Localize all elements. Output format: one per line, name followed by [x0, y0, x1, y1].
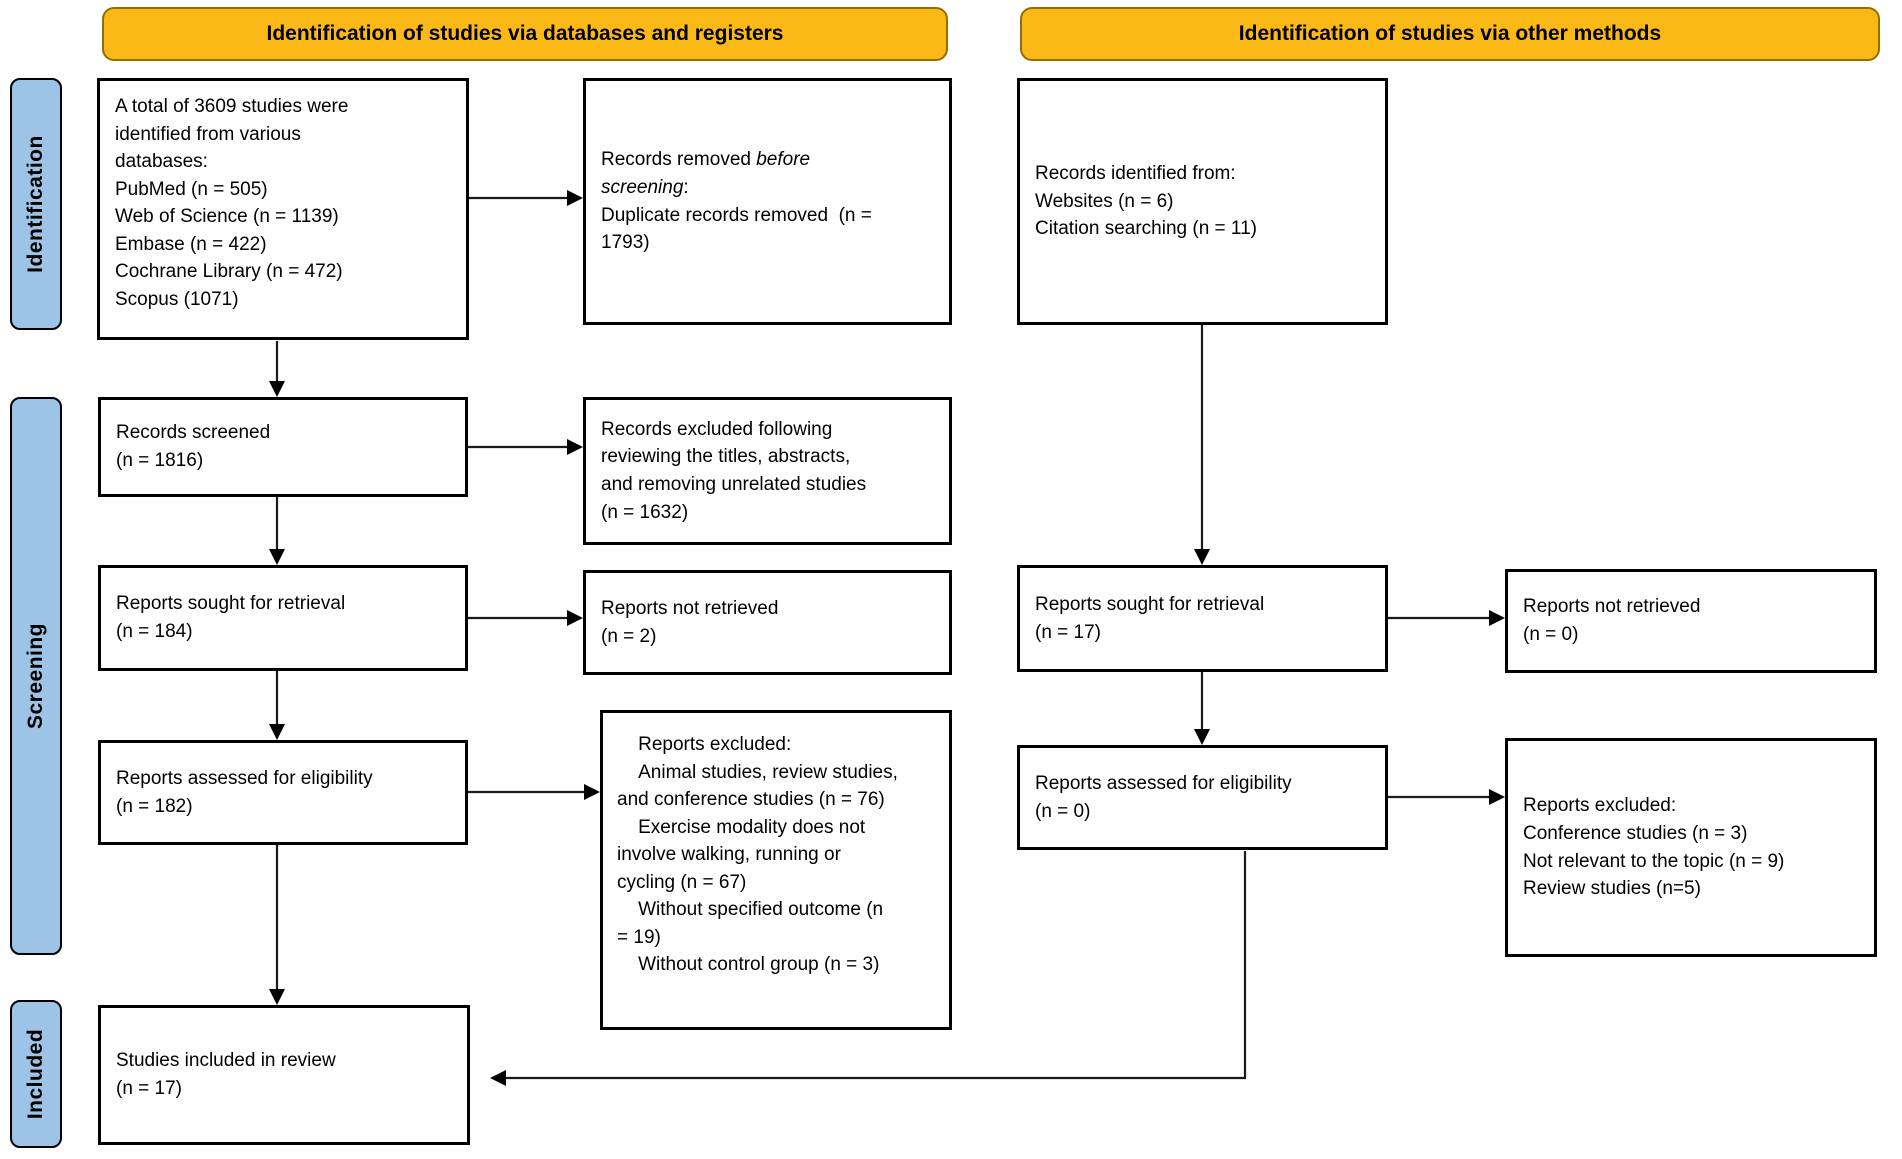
arrow-assessedother-to-excluded-head [1489, 789, 1505, 805]
box-reports-excluded-other-text: Reports excluded: Conference studies (n … [1523, 795, 1785, 900]
arrow-sought-to-notretrieved-head [567, 610, 583, 626]
box-reports-assessed-other-text: Reports assessed for eligibility (n = 0) [1035, 772, 1292, 822]
records-removed-post: : Duplicate records removed (n = 1793) [601, 176, 872, 254]
arrow-assessedother-to-included-head [490, 1070, 506, 1086]
stage-screening-label: Screening [24, 622, 48, 730]
box-records-screened: Records screened (n = 1816) [98, 397, 468, 497]
box-reports-assessed-other: Reports assessed for eligibility (n = 0) [1017, 745, 1388, 850]
records-removed-italic: before screening [601, 149, 811, 198]
box-reports-assessed-databases: Reports assessed for eligibility (n = 18… [98, 740, 468, 845]
stage-screening: Screening [10, 397, 62, 955]
arrow-screened-to-sought-head [269, 549, 285, 565]
box-reports-not-retrieved-other: Reports not retrieved (n = 0) [1505, 569, 1877, 673]
header-databases-registers: Identification of studies via databases … [102, 7, 948, 61]
box-records-excluded-screening: Records excluded following reviewing the… [583, 397, 952, 545]
arrow-sought-to-assessed-head [269, 724, 285, 740]
arrow-soughtother-to-notretrieved-head [1489, 610, 1505, 626]
arrow-identifiedother-to-sought-head [1194, 549, 1210, 565]
box-studies-included-review-text: Studies included in review (n = 17) [116, 1050, 336, 1099]
box-records-removed-text: Records removed before screening: Duplic… [586, 138, 887, 264]
header-other-label: Identification of studies via other meth… [1238, 22, 1662, 45]
box-studies-identified-databases: A total of 3609 studies were identified … [97, 78, 469, 340]
box-reports-excluded-databases-text: Reports excluded: Animal studies, review… [617, 734, 898, 976]
box-reports-not-retrieved-other-text: Reports not retrieved (n = 0) [1523, 596, 1701, 645]
stage-included-label: Included [24, 1028, 47, 1120]
box-studies-identified-databases-text: A total of 3609 studies were identified … [115, 96, 349, 310]
box-reports-sought-other-text: Reports sought for retrieval (n = 17) [1035, 593, 1265, 643]
box-records-excluded-screening-text: Records excluded following reviewing the… [601, 418, 867, 523]
box-records-identified-other-text: Records identified from: Websites (n = 6… [1035, 163, 1257, 240]
arrow-assessed-to-excluded-head [584, 784, 600, 800]
stage-identification: Identification [10, 78, 62, 330]
box-reports-not-retrieved-databases: Reports not retrieved (n = 2) [583, 570, 952, 675]
box-records-screened-text: Records screened (n = 1816) [116, 422, 271, 471]
arrow-assessed-to-included-head [269, 989, 285, 1005]
box-reports-assessed-databases-text: Reports assessed for eligibility (n = 18… [116, 767, 373, 817]
box-reports-excluded-databases: Reports excluded: Animal studies, review… [600, 710, 952, 1030]
box-studies-included-review: Studies included in review (n = 17) [98, 1005, 470, 1145]
arrow-soughtother-to-assessed-head [1194, 729, 1210, 745]
box-reports-excluded-other: Reports excluded: Conference studies (n … [1505, 738, 1877, 957]
arrow-identified-to-removed-head [567, 190, 583, 206]
box-reports-sought-databases: Reports sought for retrieval (n = 184) [98, 565, 468, 671]
arrow-screened-to-excluded-head [567, 439, 583, 455]
arrow-identified-to-screened-head [269, 381, 285, 397]
records-removed-pre: Records removed [601, 149, 757, 171]
box-reports-sought-databases-text: Reports sought for retrieval (n = 184) [116, 593, 346, 642]
stage-identification-label: Identification [24, 135, 48, 273]
box-reports-sought-other: Reports sought for retrieval (n = 17) [1017, 565, 1388, 672]
box-records-removed-before-screening: Records removed before screening: Duplic… [583, 78, 952, 325]
box-records-identified-other: Records identified from: Websites (n = 6… [1017, 78, 1388, 325]
header-databases-label: Identification of studies via databases … [266, 22, 784, 45]
stage-included: Included [10, 1000, 62, 1148]
header-other-methods: Identification of studies via other meth… [1020, 7, 1880, 61]
box-reports-not-retrieved-databases-text: Reports not retrieved (n = 2) [601, 597, 779, 647]
